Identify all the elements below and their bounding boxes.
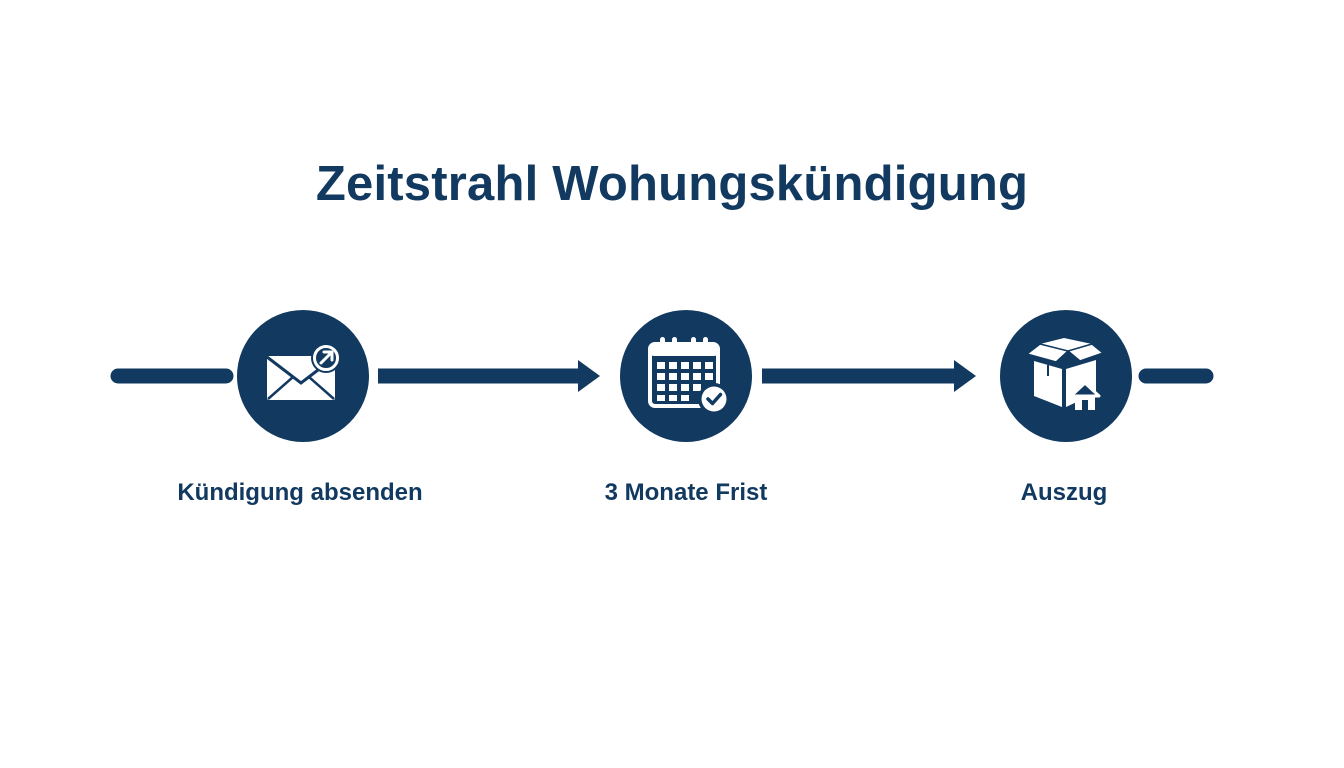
diagram-title: Zeitstrahl Wohungskündigung	[315, 157, 1029, 211]
timeline-arrow-2	[762, 360, 976, 392]
step-node-moveout	[1000, 310, 1132, 442]
step-label-moveout: Auszug	[1020, 479, 1108, 506]
calendar-check-icon	[648, 337, 730, 415]
moving-box-house-icon	[1025, 338, 1105, 410]
timeline-arrow-1	[378, 360, 600, 392]
step-node-send	[237, 310, 369, 442]
step-label-deadline: 3 Monate Frist	[604, 479, 768, 506]
step-label-send: Kündigung absenden	[177, 479, 423, 506]
envelope-send-icon	[266, 343, 341, 400]
step-node-deadline	[620, 310, 752, 442]
